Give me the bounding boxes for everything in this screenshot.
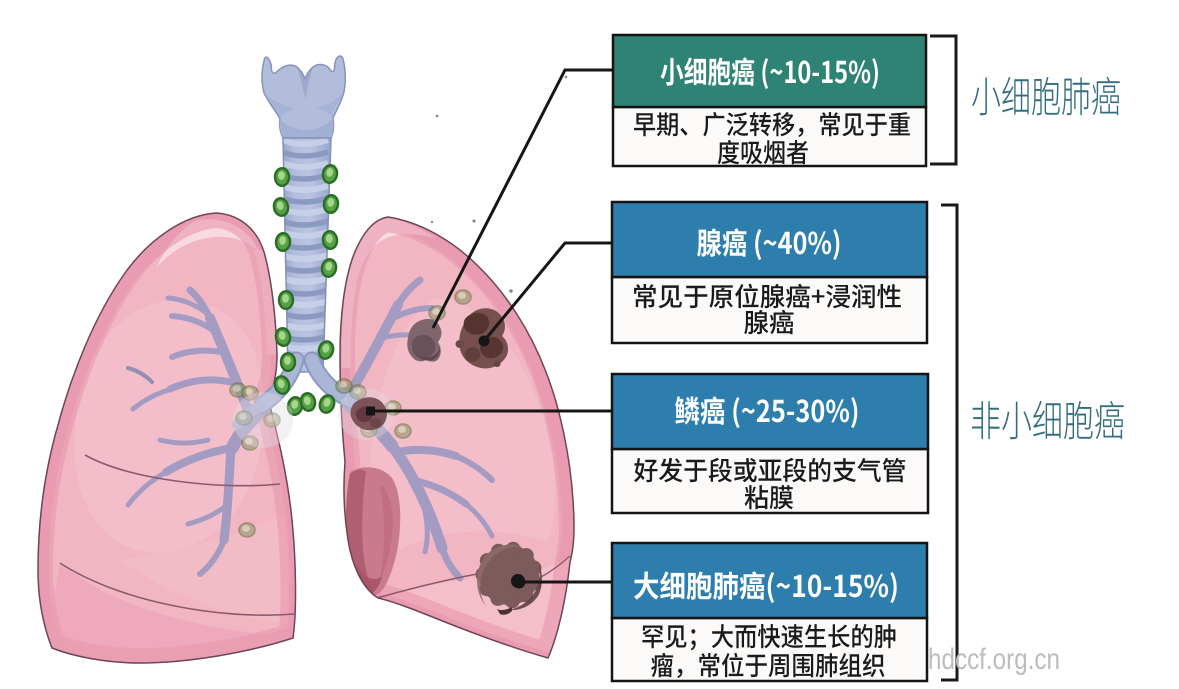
svg-text:hdccf.org.cn: hdccf.org.cn	[928, 643, 1060, 676]
